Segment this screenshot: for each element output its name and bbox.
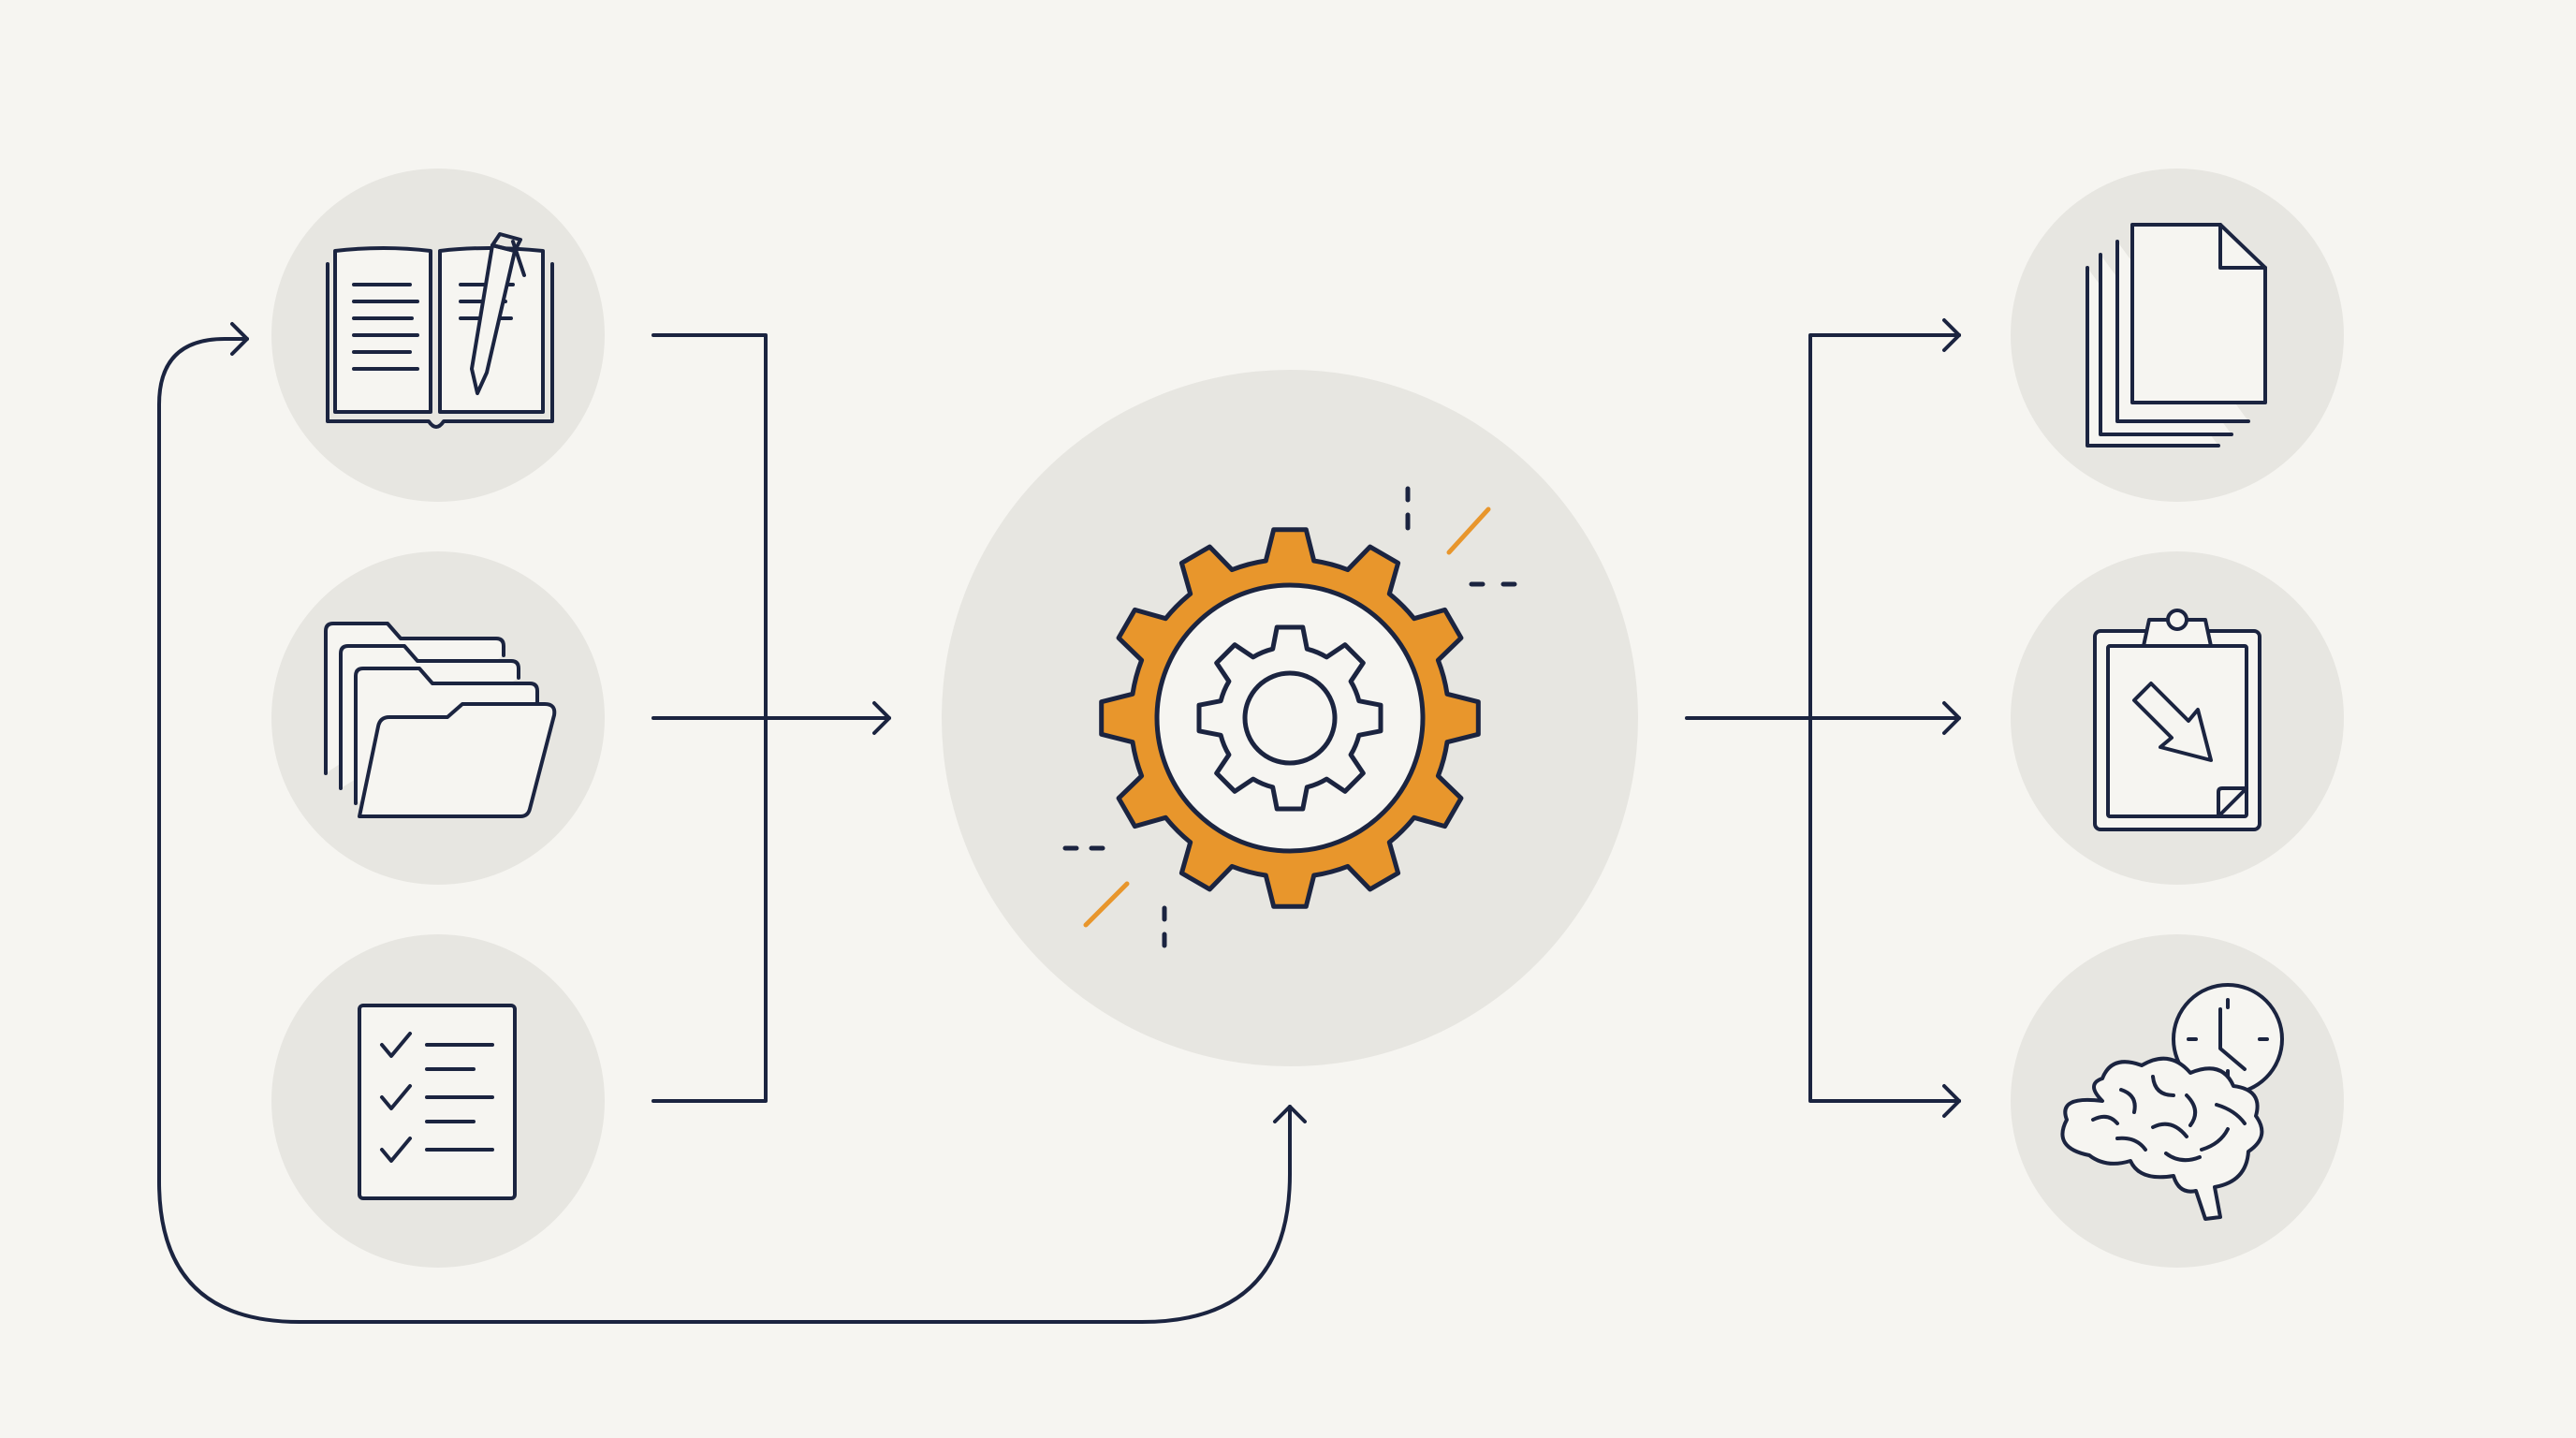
connectors [157,318,1961,1324]
output-node-brain [2011,934,2344,1268]
feedback-loop-arrow-to-input [157,322,301,1324]
checklist-icon [358,1004,517,1200]
stacked-documents-icon [2086,223,2267,448]
open-book-with-pen-icon [326,232,554,429]
input-node-book [271,169,605,502]
clipboard-with-arrow-icon [2093,609,2261,831]
output-node-documents [2011,169,2344,502]
brain-with-clock-icon [2060,983,2284,1221]
input-node-folders [271,551,605,885]
gear-icon [1099,527,1481,909]
feedback-loop-arrow-to-process [298,1105,1307,1324]
output-connector-bracket [1808,333,1961,1103]
spark-lines [1062,486,1517,948]
stacked-folders-icon [324,622,557,818]
input-node-checklist [271,934,605,1268]
output-node-clipboard [2011,551,2344,885]
process-node [942,370,1638,1066]
